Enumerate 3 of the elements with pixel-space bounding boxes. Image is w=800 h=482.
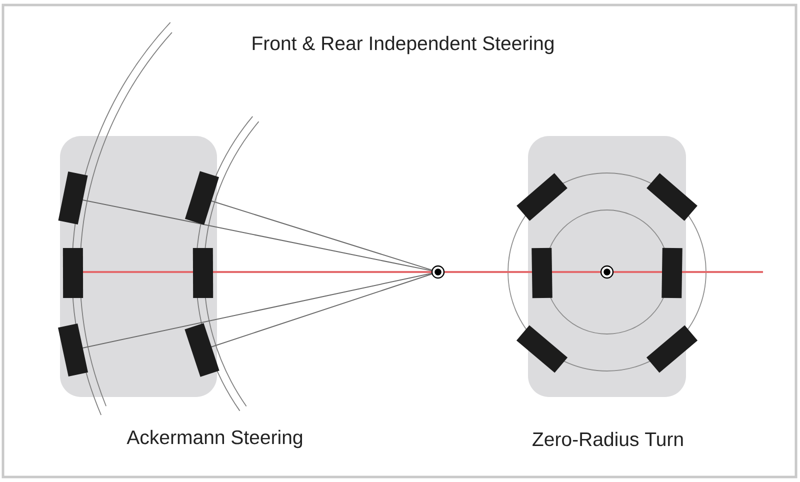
caption: Zero-Radius Turn bbox=[532, 432, 683, 446]
caption: Ackermann Steering bbox=[126, 430, 302, 448]
title: Front & Rear Independent Steering bbox=[252, 36, 554, 54]
